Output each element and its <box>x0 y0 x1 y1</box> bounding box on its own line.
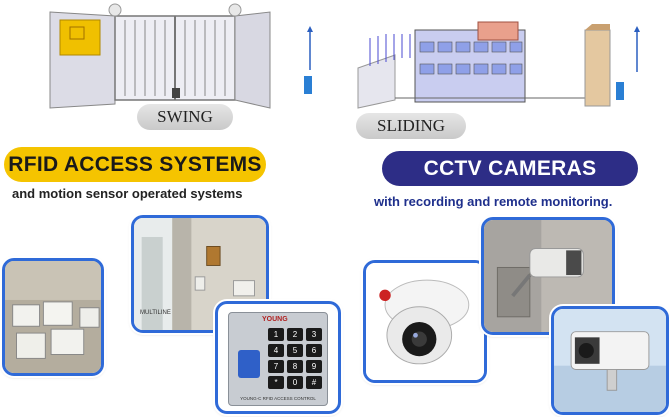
cctv-banner: CCTV CAMERAS <box>382 151 638 186</box>
key-2: 2 <box>287 328 303 341</box>
keypad-keys: 1 2 3 4 5 6 7 8 9 * 0 # <box>268 328 322 389</box>
bullet-camera-photo <box>551 306 669 415</box>
key-8: 8 <box>287 360 303 373</box>
key-hash: # <box>306 376 322 389</box>
switch-panel-photo <box>2 258 104 376</box>
key-star: * <box>268 376 284 389</box>
key-0: 0 <box>287 376 303 389</box>
rfid-banner: RFID ACCESS SYSTEMS <box>4 147 266 182</box>
dome-camera-photo <box>363 260 487 383</box>
key-5: 5 <box>287 344 303 357</box>
key-9: 9 <box>306 360 322 373</box>
sliding-label: SLIDING <box>356 113 466 139</box>
key-6: 6 <box>306 344 322 357</box>
keypad-footer: YOUNG-C RFID ACCESS CONTROL <box>240 396 316 401</box>
door-reader-photo: MULTILINE <box>131 215 269 333</box>
key-7: 7 <box>268 360 284 373</box>
cctv-subtitle: with recording and remote monitoring. <box>374 194 613 209</box>
swing-label: SWING <box>137 104 233 130</box>
rfid-card-icon <box>238 350 260 378</box>
keypad-brand: YOUNG <box>262 316 288 323</box>
gate-illustrations <box>49 3 640 109</box>
rfid-subtitle: and motion sensor operated systems <box>12 186 243 201</box>
key-3: 3 <box>306 328 322 341</box>
swing-gate-illustration <box>49 3 313 109</box>
panel-plate-label: MULTILINE <box>140 310 171 316</box>
key-4: 4 <box>268 344 284 357</box>
rfid-keypad-photo: YOUNG 1 2 3 4 5 6 7 8 9 * 0 # YOUNG-C RF… <box>215 301 341 414</box>
sliding-gate-illustration <box>357 21 640 109</box>
key-1: 1 <box>268 328 284 341</box>
